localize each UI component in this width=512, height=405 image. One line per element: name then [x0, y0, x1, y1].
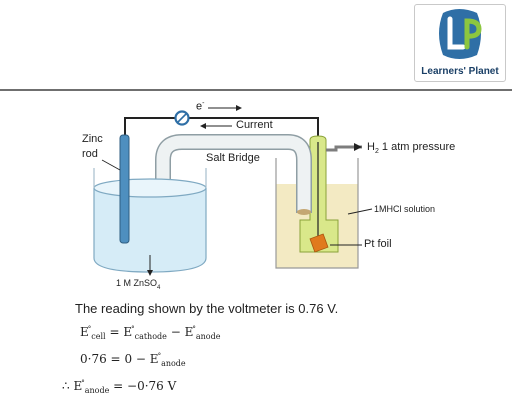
hcl-pointer	[347, 208, 373, 215]
anode-potential-equation: ∴ E°anode = −0·76 V	[62, 379, 177, 395]
logo-mark-icon	[439, 9, 482, 59]
electron-flow-arrow	[208, 105, 242, 111]
current-label: Current	[236, 119, 273, 131]
pt-foil-label: Pt foil	[364, 238, 392, 250]
electron-label: e-	[196, 100, 205, 113]
voltmeter-icon	[174, 110, 190, 126]
logo-name: Learners' Planet	[421, 66, 499, 77]
hydrogen-electrode	[299, 135, 362, 253]
external-wire	[124, 117, 319, 142]
zinc-rod	[119, 134, 130, 244]
galvanic-cell-diagram	[93, 105, 373, 276]
header-divider	[0, 89, 512, 91]
znso4-pointer	[147, 255, 153, 276]
voltmeter-reading-sentence: The reading shown by the voltmeter is 0.…	[75, 301, 339, 316]
zinc-rod-pointer	[101, 159, 121, 171]
h2-pressure-label: H2 1 atm pressure	[367, 141, 456, 156]
salt-bridge-label: Salt Bridge	[206, 152, 260, 164]
cell-emf-equation: E°cell = E°cathode − E°anode	[80, 325, 221, 341]
zinc-label: Zinc	[82, 133, 103, 145]
pt-foil	[309, 233, 329, 253]
substitution-equation: 0·76 = 0 − E°anode	[80, 352, 186, 368]
znso4-label: 1 M ZnSO4	[116, 278, 161, 291]
hcl-solution-label: 1MHCl solution	[374, 204, 436, 214]
learners-planet-logo: Learners' Planet	[414, 4, 506, 82]
rod-label: rod	[82, 148, 98, 160]
current-flow-arrow	[200, 123, 232, 129]
